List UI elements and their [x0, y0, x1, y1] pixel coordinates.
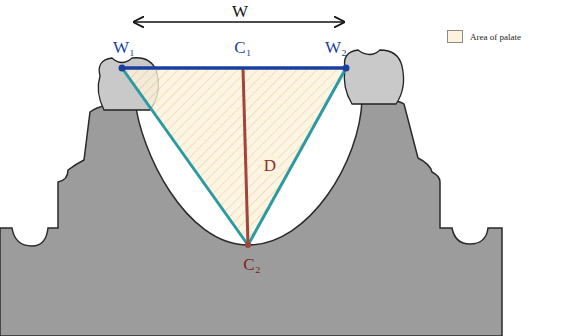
landmark-dot — [343, 65, 350, 72]
legend-swatch — [447, 30, 463, 43]
diagonal-line — [122, 68, 248, 245]
palate-area — [122, 68, 346, 245]
dimension-label: D — [262, 156, 278, 175]
right-tooth — [344, 50, 403, 104]
landmark-label: C₂ — [243, 256, 260, 273]
landmark-dot — [119, 65, 126, 72]
width-line — [122, 66, 346, 70]
diagonal-line — [248, 68, 346, 245]
landmark-dot — [245, 242, 251, 248]
dimension-arrow — [134, 21, 344, 22]
depth-line — [243, 68, 248, 245]
legend-entry: Area of palate — [447, 30, 521, 43]
legend-text: Area of palate — [470, 32, 521, 42]
landmark-label: W₁ — [113, 39, 135, 56]
landmark-label: W₂ — [325, 39, 347, 56]
landmark-label: C₁ — [234, 39, 251, 56]
dimension-label: W — [232, 2, 248, 19]
